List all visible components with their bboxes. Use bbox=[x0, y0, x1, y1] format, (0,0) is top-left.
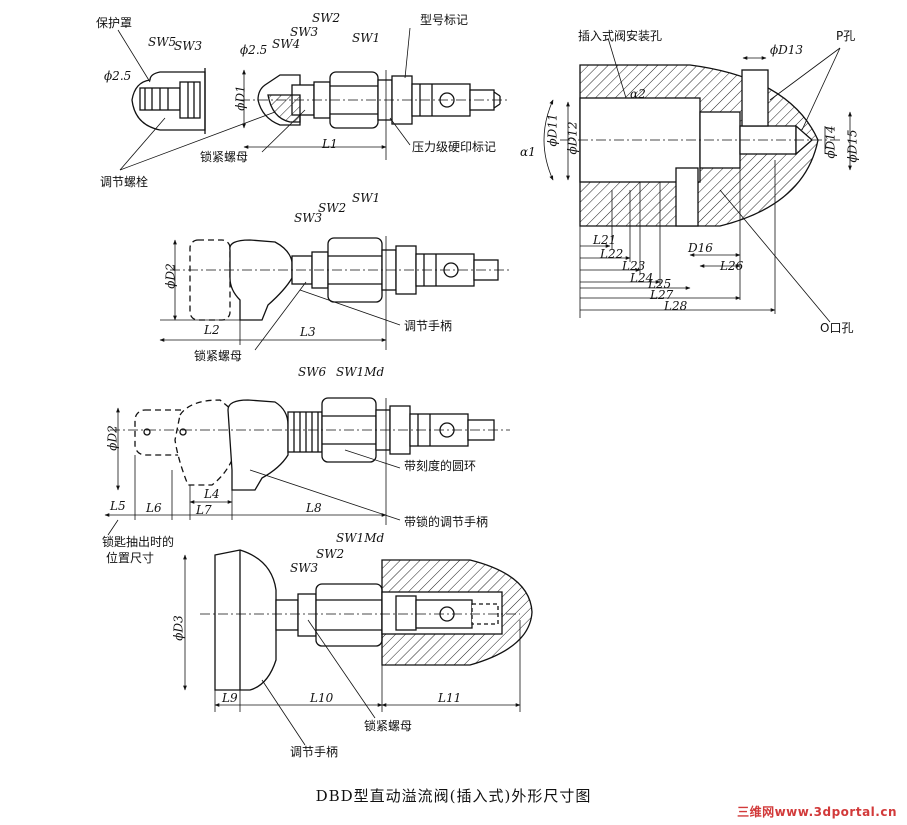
label-lock-nut-1: 锁紧螺母 bbox=[200, 150, 249, 164]
dim-L3: L3 bbox=[300, 325, 316, 339]
label-pressure-mark: 压力级硬印标记 bbox=[412, 140, 497, 154]
label-locking-handle: 带锁的调节手柄 bbox=[404, 515, 489, 529]
view-4-valve bbox=[183, 549, 533, 746]
dim-L23: L23 bbox=[622, 259, 646, 273]
dim-phiD2-b: ϕD2 bbox=[105, 425, 120, 451]
dim-phiD2-a: ϕD2 bbox=[163, 263, 178, 289]
label-protective-cover: 保护罩 bbox=[96, 16, 133, 30]
dim-sw3-b: SW3 bbox=[290, 25, 319, 39]
dim-L21: L21 bbox=[593, 233, 617, 247]
dim-phiD15: ϕD15 bbox=[845, 129, 860, 163]
watermark-text: 三维网www.3dportal.cn bbox=[737, 805, 897, 819]
dim-sw4: SW4 bbox=[272, 37, 301, 51]
dim-L26: L26 bbox=[720, 259, 744, 273]
dim-sw2-b: SW2 bbox=[318, 201, 347, 215]
figure-caption: DBD型直动溢流阀(插入式)外形尺寸图 bbox=[315, 787, 592, 805]
dim-D16: D16 bbox=[688, 241, 713, 255]
dim-sw1md-a: SW1Md bbox=[336, 365, 385, 379]
label-o-port: O口孔 bbox=[820, 321, 854, 335]
dim-sw2-c: SW2 bbox=[316, 547, 345, 561]
dim-sw1md-b: SW1Md bbox=[336, 531, 385, 545]
dim-L10: L10 bbox=[310, 691, 334, 705]
dim-L2: L2 bbox=[204, 323, 220, 337]
dim-sw1-b: SW1 bbox=[352, 191, 381, 205]
label-key-position-1: 锁匙抽出时的 bbox=[102, 535, 175, 549]
label-insert-hole: 插入式阀安装孔 bbox=[578, 29, 663, 43]
dim-L25: L25 bbox=[648, 277, 672, 291]
dim-L27: L27 bbox=[650, 288, 674, 302]
dim-phi25-b: ϕ2.5 bbox=[240, 43, 268, 57]
dim-phiD14: ϕD14 bbox=[823, 125, 838, 159]
dim-L22: L22 bbox=[600, 247, 624, 261]
dim-L7: L7 bbox=[196, 503, 212, 517]
label-adjust-handle-2: 调节手柄 bbox=[290, 745, 339, 759]
dim-sw3-d: SW3 bbox=[290, 561, 319, 575]
dim-L8: L8 bbox=[306, 501, 322, 515]
dim-sw6: SW6 bbox=[298, 365, 327, 379]
dim-phiD1: ϕD1 bbox=[233, 85, 248, 111]
dim-phiD12: ϕD12 bbox=[565, 121, 580, 155]
label-p-port: P孔 bbox=[836, 29, 856, 43]
label-adjust-handle-1: 调节手柄 bbox=[404, 319, 453, 333]
dim-alpha1: α1 bbox=[520, 145, 536, 159]
mounting-hole-section bbox=[543, 37, 852, 323]
dim-sw2-a: SW2 bbox=[312, 11, 341, 25]
dim-L6: L6 bbox=[146, 501, 162, 515]
dim-L9: L9 bbox=[222, 691, 238, 705]
dim-sw3-c: SW3 bbox=[294, 211, 323, 225]
dim-phiD11: ϕD11 bbox=[545, 113, 560, 147]
dim-sw5: SW5 bbox=[148, 35, 177, 49]
view-1-valve bbox=[117, 27, 510, 171]
dim-sw1-a: SW1 bbox=[352, 31, 381, 45]
dim-L28: L28 bbox=[664, 299, 688, 313]
label-model-mark: 型号标记 bbox=[420, 13, 469, 27]
dim-phiD3: ϕD3 bbox=[171, 615, 186, 641]
dim-sw3-a: SW3 bbox=[174, 39, 203, 53]
dim-L4: L4 bbox=[204, 487, 220, 501]
dim-L5: L5 bbox=[110, 499, 126, 513]
label-key-position-2: 位置尺寸 bbox=[106, 551, 155, 565]
view-2-valve bbox=[159, 236, 510, 351]
label-lock-nut-3: 锁紧螺母 bbox=[364, 719, 413, 733]
dim-L24: L24 bbox=[630, 271, 654, 285]
label-adjust-bolt: 调节螺栓 bbox=[100, 175, 149, 189]
dim-L1: L1 bbox=[322, 137, 338, 151]
dim-alpha2: α2 bbox=[630, 87, 646, 101]
label-scale-ring: 带刻度的圆环 bbox=[404, 459, 477, 473]
view-3-valve bbox=[104, 397, 510, 536]
dim-L11: L11 bbox=[438, 691, 462, 705]
dim-phiD13: ϕD13 bbox=[770, 43, 804, 57]
dim-phi25-a: ϕ2.5 bbox=[104, 69, 132, 83]
label-lock-nut-2: 锁紧螺母 bbox=[194, 349, 243, 363]
